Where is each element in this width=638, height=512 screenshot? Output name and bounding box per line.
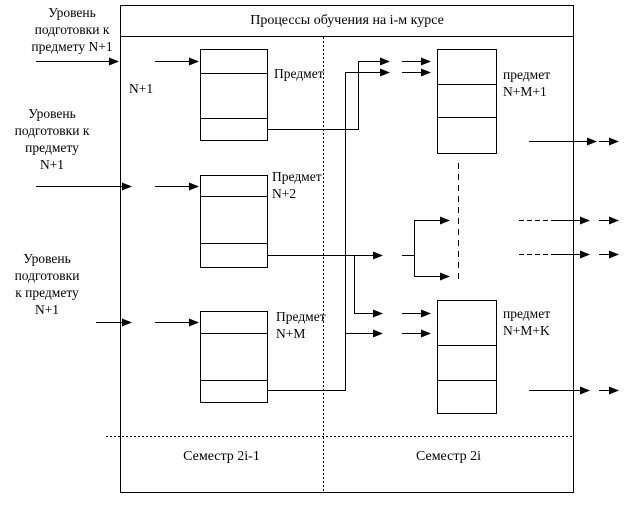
- link-subject-1: [268, 61, 359, 130]
- subject-box-5: [437, 300, 497, 414]
- subject-label-1: Предмет: [274, 66, 324, 81]
- subject-box-4: [437, 49, 497, 154]
- input-label-2: Уровень подготовки к предмету N+1: [14, 106, 90, 172]
- input-label-1: Уровень подготовки к предмету N+1: [31, 5, 113, 54]
- frame-label-n1: N+1: [129, 81, 154, 96]
- link-subject-2: [268, 255, 355, 314]
- link-subject-3: [268, 72, 346, 391]
- subject-box-1: [200, 49, 268, 141]
- subject-label-3: Предмет N+M: [276, 309, 326, 341]
- subject-label-2: Предмет N+2: [272, 169, 322, 201]
- semester-right-label: Семестр 2i: [415, 449, 482, 464]
- input-label-3: Уровень подготовки к предмету N+1: [14, 251, 80, 317]
- diagram-title: Процессы обучения на i-м курсе: [250, 13, 444, 28]
- subject-box-3: [200, 311, 268, 403]
- subject-label-5: предмет N+M+K: [503, 306, 551, 338]
- subject-label-4: предмет N+M+1: [503, 67, 551, 99]
- subject-box-2: [200, 175, 268, 268]
- outer-frame: [120, 5, 574, 493]
- semester-left-label: Семестр 2i-1: [183, 449, 260, 464]
